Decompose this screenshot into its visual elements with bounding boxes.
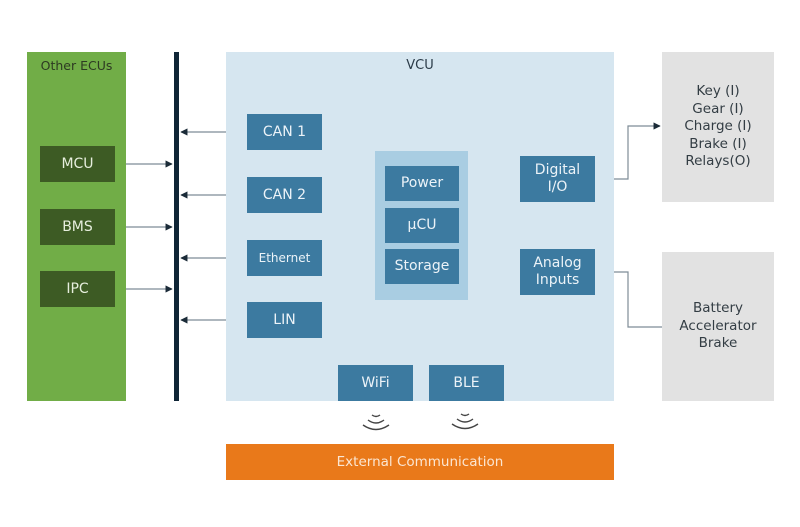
analog-inputs-block: Analog Inputs bbox=[520, 249, 595, 295]
digital-io-label-1: Digital bbox=[534, 162, 581, 178]
analog-peripheral-item: Accelerator bbox=[679, 317, 757, 334]
digital-peripherals-box: Key (I) Gear (I) Charge (I) Brake (I) Re… bbox=[662, 52, 774, 202]
core-power: Power bbox=[385, 166, 459, 201]
ecu-bms: BMS bbox=[40, 209, 115, 245]
interface-ethernet: Ethernet bbox=[247, 240, 322, 276]
ecu-mcu: MCU bbox=[40, 146, 115, 182]
ecu-ipc: IPC bbox=[40, 271, 115, 307]
digital-io-block: Digital I/O bbox=[520, 156, 595, 202]
digital-peripheral-item: Brake (I) bbox=[689, 135, 747, 152]
digital-peripheral-item: Relays(O) bbox=[685, 153, 751, 170]
external-communication-bar: External Communication bbox=[226, 444, 614, 480]
analog-inputs-label-1: Analog bbox=[533, 255, 582, 271]
analog-inputs-label-2: Inputs bbox=[535, 272, 580, 288]
core-storage: Storage bbox=[385, 249, 459, 284]
interface-can1: CAN 1 bbox=[247, 114, 322, 150]
analog-peripherals-box: Battery Accelerator Brake bbox=[662, 252, 774, 401]
wireless-signal-icon bbox=[362, 414, 390, 431]
digital-peripheral-item: Key (I) bbox=[696, 83, 740, 100]
digital-io-label-2: I/O bbox=[547, 179, 568, 195]
digital-peripheral-item: Charge (I) bbox=[684, 118, 752, 135]
analog-peripheral-item: Battery bbox=[693, 300, 743, 317]
network-bus bbox=[174, 52, 179, 401]
wifi-block: WiFi bbox=[338, 365, 413, 401]
wireless-signal-icon bbox=[451, 413, 479, 430]
other-ecus-title: Other ECUs bbox=[40, 58, 113, 73]
digital-peripheral-item: Gear (I) bbox=[692, 100, 744, 117]
analog-peripheral-item: Brake bbox=[698, 335, 738, 352]
interface-lin: LIN bbox=[247, 302, 322, 338]
vcu-title: VCU bbox=[406, 58, 434, 73]
ble-block: BLE bbox=[429, 365, 504, 401]
core-mcu: µCU bbox=[385, 208, 459, 243]
interface-can2: CAN 2 bbox=[247, 177, 322, 213]
